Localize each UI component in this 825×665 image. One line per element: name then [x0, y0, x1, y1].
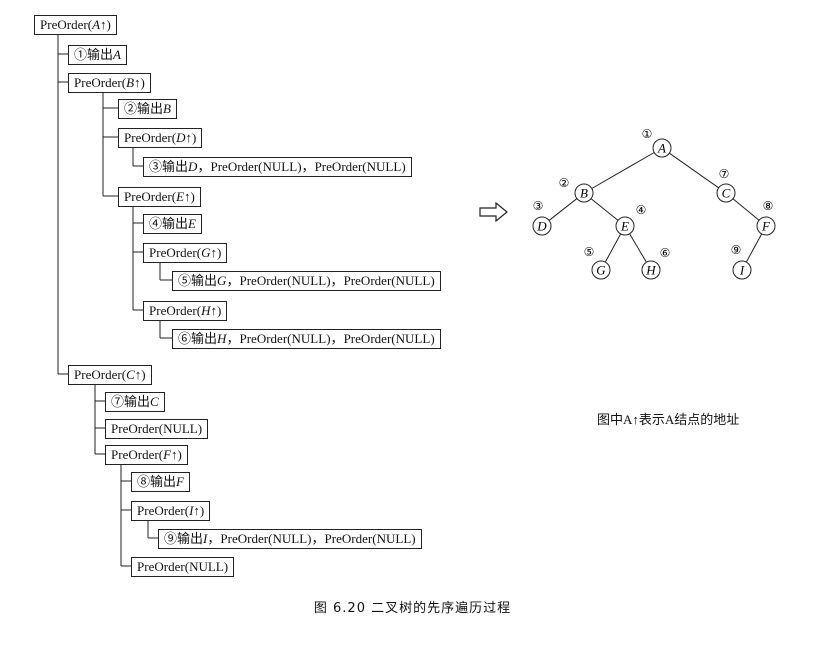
- tree-node-order: ⑤: [584, 245, 595, 259]
- call-output-h: ⑥输出H，PreOrder(NULL)，PreOrder(NULL): [172, 329, 441, 349]
- tree-node-h: H⑥: [641, 246, 671, 280]
- tree-node-order: ⑦: [719, 167, 730, 181]
- tree-node-order: ⑥: [660, 246, 671, 260]
- tree-node-e: E④: [615, 203, 647, 236]
- call-preorder-a: PreOrder(A↑): [34, 15, 117, 35]
- tree-node-a: A①: [642, 127, 672, 158]
- call-output-e: ④输出E: [143, 214, 202, 234]
- call-preorder-g: PreOrder(G↑): [143, 243, 228, 263]
- tree-node-label: G: [596, 263, 606, 278]
- call-preorder-null-f-right: PreOrder(NULL): [131, 557, 235, 577]
- tree-node-label: C: [722, 186, 731, 201]
- tree-node-label: F: [761, 219, 771, 234]
- tree-node-i: I⑨: [731, 243, 752, 280]
- tree-node-order: ①: [642, 127, 653, 141]
- call-preorder-h: PreOrder(H↑): [143, 301, 228, 321]
- tree-node-label: E: [620, 219, 629, 234]
- tree-edge-a-b: [591, 152, 655, 189]
- call-output-b: ②输出B: [118, 99, 177, 119]
- address-note: 图中A↑表示A结点的地址: [597, 412, 740, 427]
- tree-node-order: ⑨: [731, 243, 742, 257]
- call-output-c: ⑦输出C: [105, 392, 165, 412]
- tree-node-label: D: [536, 219, 547, 234]
- call-preorder-d: PreOrder(D↑): [118, 128, 203, 148]
- tree-node-f: F⑧: [756, 199, 776, 236]
- call-output-f: ⑧输出F: [131, 472, 190, 492]
- tree-edge-b-d: [548, 198, 578, 221]
- call-preorder-c: PreOrder(C↑): [68, 365, 152, 385]
- tree-node-order: ②: [559, 176, 570, 190]
- tree-node-label: I: [739, 263, 745, 278]
- tree-node-c: C⑦: [716, 167, 736, 203]
- call-preorder-e: PreOrder(E↑): [118, 187, 201, 207]
- call-output-i: ⑨输出I，PreOrder(NULL)，PreOrder(NULL): [158, 529, 422, 549]
- tree-node-order: ④: [636, 203, 647, 217]
- figure-caption: 图 6.20 二叉树的先序遍历过程: [313, 601, 512, 616]
- tree-node-d: D③: [532, 199, 552, 236]
- tree-edge-b-e: [590, 198, 619, 221]
- call-output-a: ①输出A: [68, 45, 127, 65]
- tree-node-label: B: [580, 186, 588, 201]
- tree-node-order: ⑧: [763, 199, 774, 213]
- call-output-g: ⑤输出G，PreOrder(NULL)，PreOrder(NULL): [172, 271, 441, 291]
- right-arrow-icon: [479, 201, 508, 223]
- tree-node-b: B②: [559, 176, 594, 203]
- tree-edge-f-i: [745, 233, 763, 263]
- tree-edge-c-f: [732, 198, 760, 221]
- tree-node-g: G⑤: [584, 245, 611, 280]
- tree-edge-e-g: [604, 233, 622, 263]
- tree-node-label: H: [645, 263, 656, 278]
- call-preorder-f: PreOrder(F↑): [105, 445, 188, 465]
- call-preorder-b: PreOrder(B↑): [68, 73, 151, 93]
- tree-edge-e-h: [629, 233, 647, 263]
- call-preorder-i: PreOrder(I↑): [131, 501, 211, 521]
- tree-node-order: ③: [533, 199, 544, 213]
- call-output-d: ③输出D，PreOrder(NULL)，PreOrder(NULL): [143, 157, 412, 177]
- tree-node-label: A: [657, 141, 666, 156]
- call-preorder-null-c-left: PreOrder(NULL): [105, 419, 209, 439]
- tree-edge-a-c: [669, 152, 719, 189]
